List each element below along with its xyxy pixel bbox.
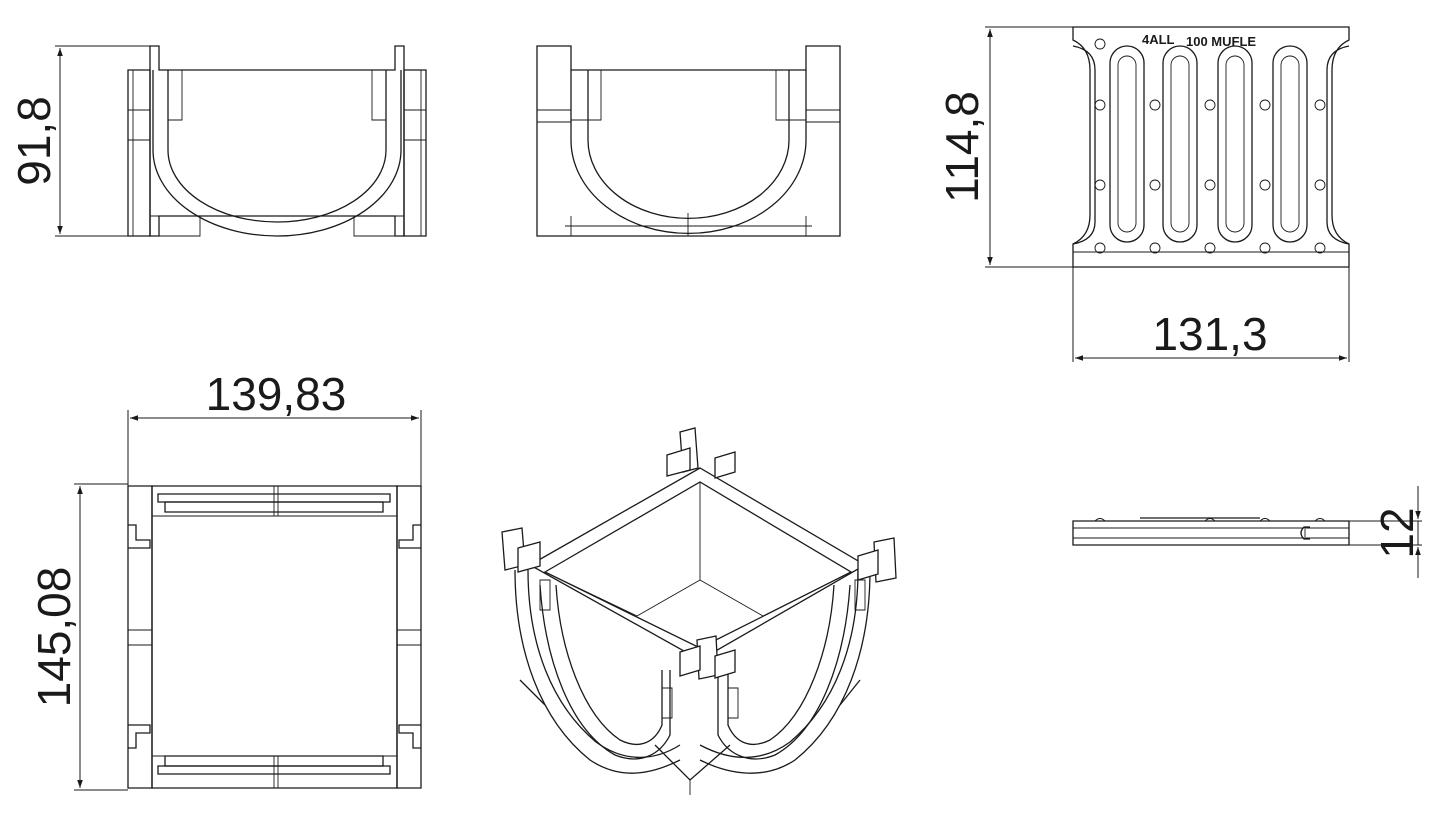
plan-width-dimension: 139,83	[128, 368, 421, 486]
grate-width-label: 131,3	[1152, 308, 1267, 360]
plan-depth-label: 145,08	[28, 567, 80, 708]
grate-thickness-dimension: 12	[1349, 486, 1423, 578]
grate-side-view	[1073, 518, 1349, 545]
grate-slots	[1073, 46, 1349, 244]
grate-width-dimension: 131,3	[1073, 267, 1349, 362]
grate-logo-prefix: 4ALL	[1142, 32, 1175, 47]
grate-holes	[1095, 39, 1325, 253]
end-view	[537, 46, 840, 236]
plan-width-label: 139,83	[206, 368, 347, 420]
front-height-label: 91,8	[8, 96, 60, 186]
front-view	[128, 46, 426, 236]
grate-thickness-label: 12	[1371, 507, 1423, 558]
front-height-dimension: 91,8	[8, 46, 150, 236]
grate-top-view: 4ALL 100 MUFLE	[1073, 27, 1349, 267]
grate-height-label: 114,8	[936, 91, 988, 203]
grate-logo: 100 MUFLE	[1186, 34, 1256, 49]
isometric-view	[502, 428, 896, 795]
grate-height-dimension: 114,8	[936, 27, 1073, 267]
plan-depth-dimension: 145,08	[28, 484, 128, 790]
plan-view	[128, 486, 421, 788]
